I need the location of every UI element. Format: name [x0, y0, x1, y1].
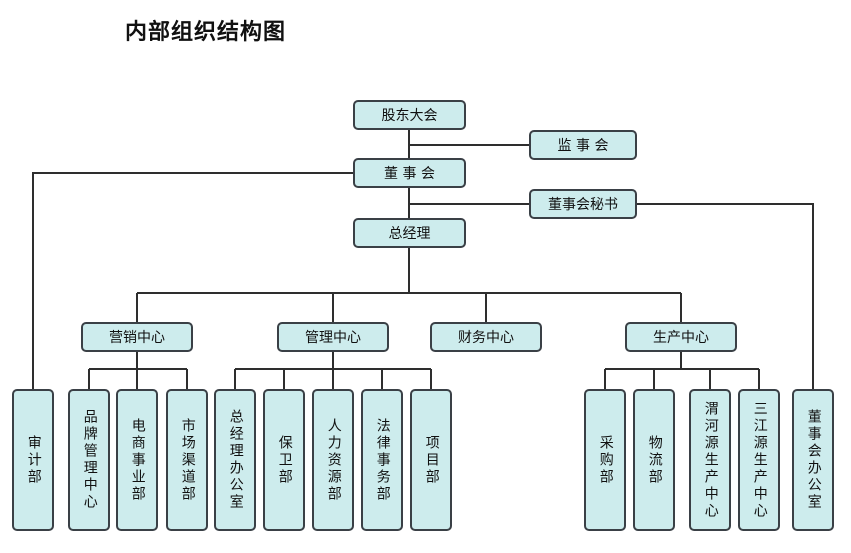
node-weihe-label: 渭河源生产中心	[702, 400, 719, 520]
node-caigou-bu: 采购部	[584, 389, 626, 531]
node-sanjiang-label: 三江源生产中心	[751, 400, 768, 520]
node-yingxiao-zhongxin: 营销中心	[81, 322, 193, 352]
node-falv-shiwu-bu: 法律事务部	[361, 389, 403, 531]
node-jianshi-hui: 监 事 会	[529, 130, 637, 160]
node-shichang-label: 市场渠道部	[179, 417, 196, 503]
node-weiheyuan-shengchan-zhongxin: 渭河源生产中心	[689, 389, 731, 531]
node-pinpai-label: 品牌管理中心	[81, 409, 98, 511]
connector-dongban	[637, 203, 814, 389]
node-zongjingli-bangongshi: 总经理办公室	[214, 389, 256, 531]
node-baowei-bu: 保卫部	[263, 389, 305, 531]
node-wuliu-label: 物流部	[646, 434, 663, 486]
node-wuliu-bu: 物流部	[633, 389, 675, 531]
node-dongshi-hui: 董 事 会	[353, 158, 466, 188]
node-dongshihui-bangongshi: 董事会办公室	[792, 389, 834, 531]
node-dongshihui-mishu: 董事会秘书	[529, 189, 637, 219]
node-gudong-dahui: 股东大会	[353, 100, 466, 130]
node-caiwu-zhongxin: 财务中心	[430, 322, 542, 352]
page-title: 内部组织结构图	[125, 20, 287, 45]
node-caigou-label: 采购部	[597, 434, 614, 486]
node-guanli-zhongxin: 管理中心	[277, 322, 389, 352]
node-zongban-label: 总经理办公室	[227, 409, 244, 511]
node-shengchan-zhongxin: 生产中心	[625, 322, 737, 352]
node-zongjingli: 总经理	[353, 218, 466, 248]
node-shenji-bu: 审计部	[12, 389, 54, 531]
node-shichang-qudao-bu: 市场渠道部	[166, 389, 208, 531]
connector-shenji	[32, 172, 353, 389]
node-shenji-bu-label: 审计部	[25, 434, 42, 486]
node-dianshang-label: 电商事业部	[129, 417, 146, 503]
node-falv-label: 法律事务部	[374, 417, 391, 503]
node-renli-label: 人力资源部	[325, 417, 342, 503]
node-baowei-label: 保卫部	[276, 434, 293, 486]
node-dongban-label: 董事会办公室	[805, 409, 822, 511]
node-xiangmu-label: 项目部	[423, 434, 440, 486]
node-pinpai-guanli-zhongxin: 品牌管理中心	[68, 389, 110, 531]
node-renli-ziyuan-bu: 人力资源部	[312, 389, 354, 531]
node-dianshang-shiye-bu: 电商事业部	[116, 389, 158, 531]
node-sanjiangyuan-shengchan-zhongxin: 三江源生产中心	[738, 389, 780, 531]
node-xiangmu-bu: 项目部	[410, 389, 452, 531]
